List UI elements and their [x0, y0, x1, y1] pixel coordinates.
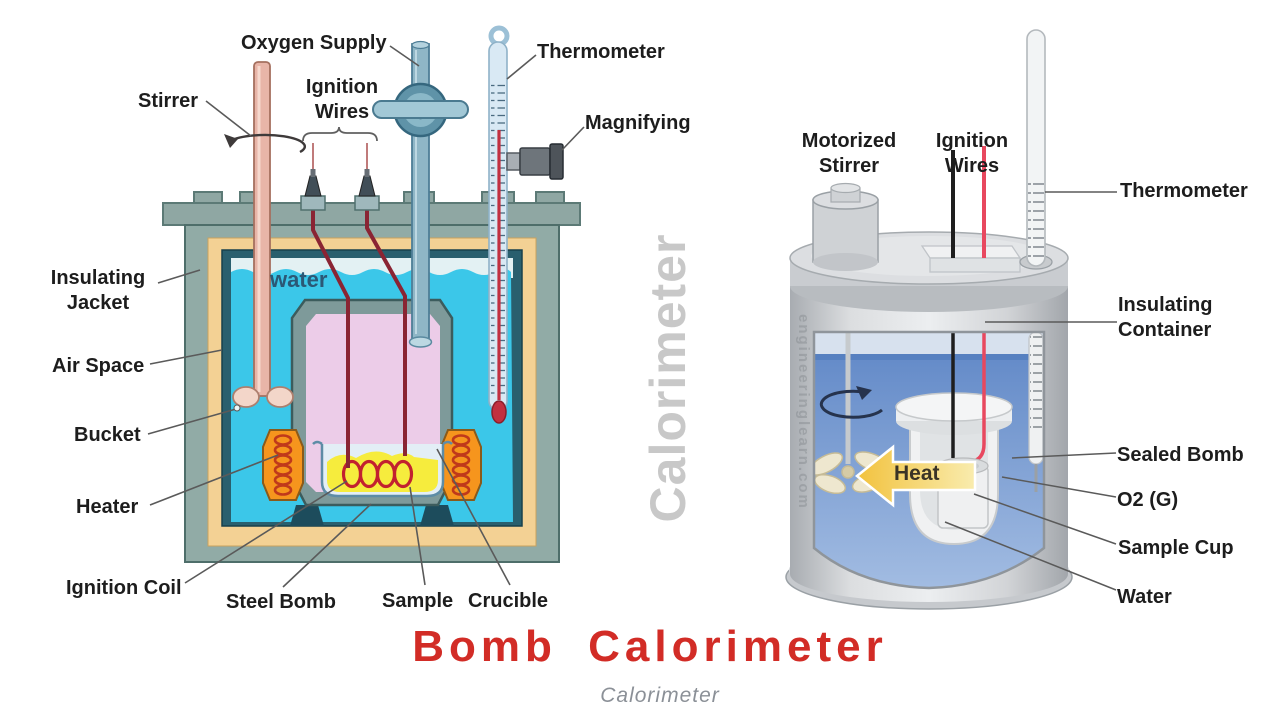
thermometer-right-tube — [1019, 29, 1053, 270]
label-thermometer-right: Thermometer — [1120, 180, 1248, 202]
label-motorized-stirrer: Motorized Stirrer — [801, 130, 897, 177]
magnifying-eyepiece — [506, 143, 564, 180]
thermometer-bulb — [491, 400, 507, 424]
label-sample: Sample — [382, 590, 454, 612]
label-sealed-bomb: Sealed Bomb — [1117, 444, 1244, 466]
ignition-wires-brace — [302, 126, 378, 142]
left-cross-section-illustration — [147, 25, 585, 588]
rotation-arrow-left — [224, 133, 307, 154]
heater-coils — [262, 429, 482, 501]
heat-arrow — [855, 444, 977, 508]
label-o2-gas: O2 (G) — [1117, 489, 1179, 511]
label-thermometer-left: Thermometer — [537, 41, 665, 63]
window-edge — [812, 330, 1046, 590]
ignition-wire-plate — [920, 245, 1022, 273]
label-heater: Heater — [76, 496, 139, 518]
ignition-wire-tips — [312, 143, 368, 169]
right-3d-illustration — [785, 29, 1117, 610]
stirrer-rod — [232, 61, 294, 408]
bomb-feet — [290, 505, 454, 526]
oxygen-valve-handle — [372, 100, 469, 119]
label-steel-bomb: Steel Bomb — [226, 591, 337, 613]
label-air-space: Air Space — [52, 355, 145, 377]
label-oxygen-supply: Oxygen Supply — [241, 32, 387, 54]
motorized-stirrer-motor — [812, 182, 879, 271]
label-magnifying: Magnifying — [585, 112, 691, 134]
label-sample-cup: Sample Cup — [1118, 537, 1234, 559]
ignition-posts — [300, 169, 380, 211]
oxygen-supply-tube — [372, 40, 469, 348]
page-caption: Calorimeter — [600, 684, 720, 707]
thermometer-left — [488, 25, 510, 424]
label-bucket: Bucket — [74, 424, 141, 446]
leader-lines-left — [147, 45, 585, 588]
label-heat: Heat — [894, 462, 940, 485]
label-water-left: water — [270, 267, 328, 292]
stirrer-propeller — [814, 451, 890, 495]
page-title: Bomb Calorimeter — [412, 622, 888, 671]
label-ignition-coil: Ignition Coil — [66, 577, 182, 599]
label-ignition-wires-right: Ignition Wires — [935, 130, 1009, 177]
ignition-coil-spiral — [341, 459, 414, 489]
crucible-cup — [312, 440, 453, 498]
label-crucible: Crucible — [468, 590, 549, 612]
thermometer-lower-ticks — [1030, 336, 1042, 432]
air-above-water — [231, 258, 513, 278]
water-surface-line — [814, 354, 1044, 360]
calorimeter-watermark: Calorimeter — [640, 233, 696, 523]
bucket-pointer-dot — [233, 404, 241, 412]
site-watermark: engineeringlearn.com — [795, 314, 812, 510]
ignition-wires-left — [311, 198, 407, 468]
label-insulating-jacket: Insulating Jacket — [50, 267, 146, 314]
rotation-arrow-right — [819, 386, 883, 419]
label-water-right: Water — [1117, 586, 1172, 608]
label-ignition-wires-left: Ignition Wires — [305, 76, 379, 123]
water-surface-band — [814, 332, 1044, 354]
label-insulating-container: Insulating Container — [1118, 294, 1213, 341]
leader-lines-right — [944, 191, 1117, 591]
label-stirrer: Stirrer — [138, 90, 199, 112]
